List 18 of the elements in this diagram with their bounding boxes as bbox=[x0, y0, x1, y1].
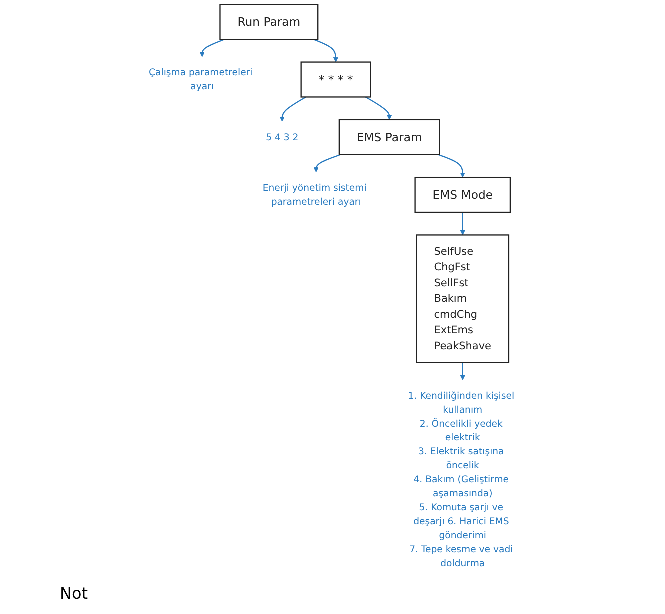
node-box: EMS Param bbox=[338, 119, 440, 156]
arrow bbox=[365, 96, 392, 120]
node-text: 1. Kendiliğinden kişisel kullanım 2. Öncelikli yedek elektrik 3. Elektrik satışına öncelik 4. Bakım (Geliştirme aşamasında) 5. Komuta şarjı ve deşarjı 6. Harici EMS gönderimi 7. Tepe kesme ve vadi doldurma bbox=[408, 390, 514, 569]
node-text: Enerji yönetim sistemi parametreleri ayarı bbox=[262, 182, 367, 208]
arrow bbox=[313, 39, 338, 63]
node-box: * * * * bbox=[300, 62, 372, 98]
node-box: Run Param bbox=[220, 4, 319, 40]
node-text: 5 4 3 2 bbox=[266, 132, 299, 143]
arrow bbox=[460, 362, 466, 380]
node-text: Çalışma parametreleri ayarı bbox=[148, 66, 253, 92]
node-box: EMS Mode bbox=[414, 177, 511, 214]
arrow bbox=[460, 212, 466, 236]
arrow bbox=[200, 39, 225, 58]
arrow bbox=[314, 154, 341, 173]
node-box: SelfUse ChgFst SellFst Bakım cmdChg ExtEms PeakShave bbox=[416, 234, 510, 364]
arrow bbox=[438, 154, 466, 178]
note-text: Not bbox=[60, 584, 90, 603]
arrow bbox=[280, 96, 306, 122]
